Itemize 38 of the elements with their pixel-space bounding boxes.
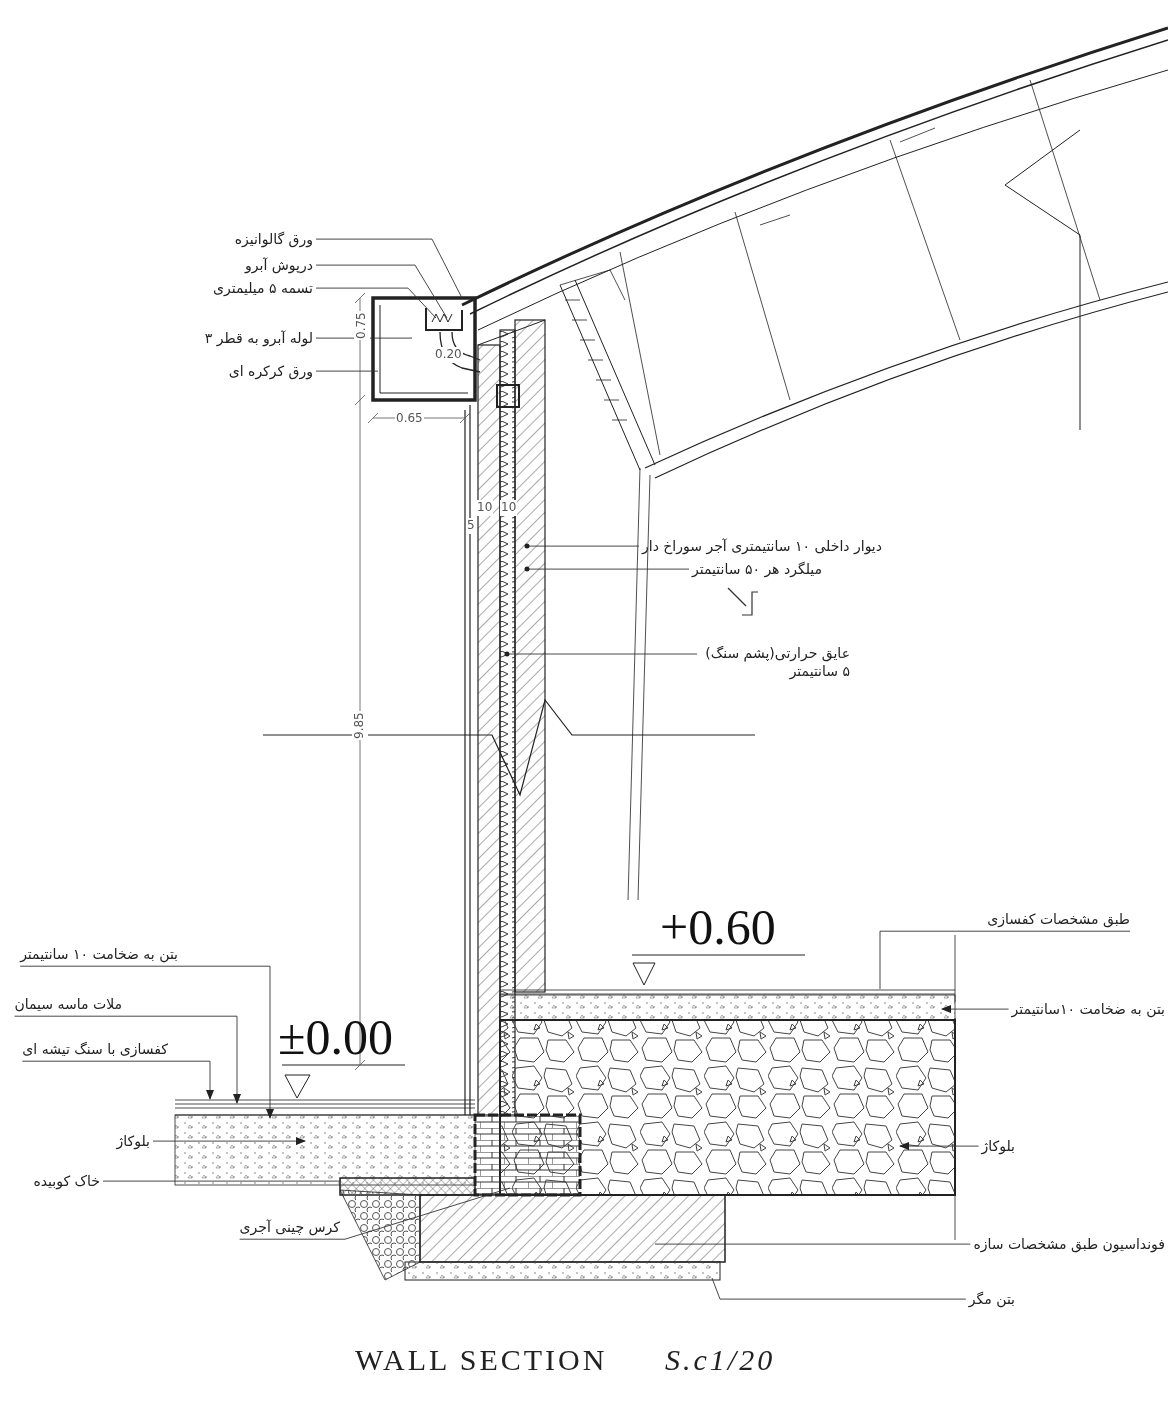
scale-label: S.c1/20 [665,1342,776,1378]
dimension-label: 5 [466,518,476,534]
callout-label: درپوش آبرو [245,256,313,275]
leader-line [315,238,463,299]
callout-label: لوله آبرو به قطر ۳ [204,329,313,348]
leader-line [315,370,379,372]
dimension-label: 0.20 [434,347,463,363]
callout-label: ملات ماسه سیمان [14,995,122,1014]
drawing-title: WALL SECTION [355,1342,608,1378]
callout-label: کفسازی با سنگ تیشه ای [22,1040,168,1059]
leader-line [102,1180,341,1182]
callout-label: میلگرد هر ۵۰ سانتیمتر [692,560,822,579]
callout-label: تسمه ۵ میلیمتری [213,279,313,298]
dimension-label: 10 [476,500,494,516]
level-label: ±0.00 [278,1008,393,1067]
callout-label: بلوکاژ [981,1137,1015,1156]
callout-label: طبق مشخصات کفسازی [987,910,1130,929]
callout-label: بلوکاژ [116,1132,150,1151]
leader-line [711,1277,967,1300]
leader-line [315,264,448,319]
dimension-label: 10 [500,500,518,516]
level-label: +0.60 [660,898,776,957]
callout-label: بتن به ضخامت ۱۰سانتیمتر [1011,1000,1165,1019]
leader-line [315,287,437,319]
callout-label: بتن به ضخامت ۱۰ سانتیمتر [20,945,178,964]
callout-label: ورق کرکره ای [228,362,313,381]
callout-label: فونداسیون طبق مشخصات سازه [973,1235,1165,1254]
leader-line [239,1187,511,1240]
callout-label: بتن مگر [968,1290,1015,1309]
callout-label: ورق گالوانیزه [234,230,313,249]
callout-label: کرس چینی آجری [239,1218,340,1237]
callout-label: دیوار داخلی ۱۰ سانتیمتری آجر سوراخ دار [642,537,882,556]
callout-label: عایق حرارتی(پشم سنگ) ۵ سانتیمتر [700,644,850,681]
leader-line [654,1243,971,1245]
dimension-label: 9.85 [352,711,368,740]
callout-label: خاک کوبیده [33,1172,100,1191]
leader-line [879,930,1131,990]
dimension-label: 0.75 [354,311,370,340]
